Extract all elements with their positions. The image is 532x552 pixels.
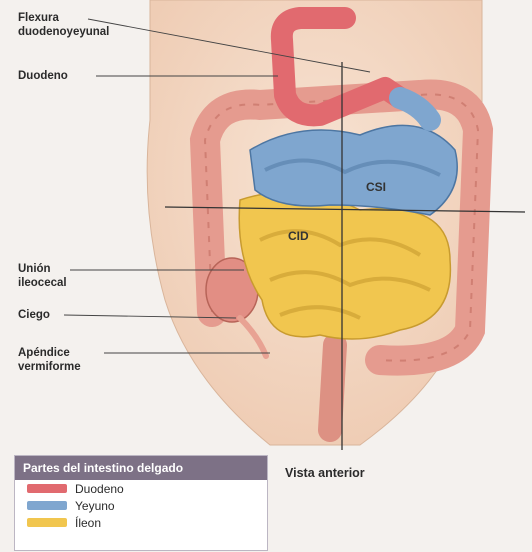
- view-caption: Vista anterior: [285, 466, 365, 480]
- legend-swatch-duodeno: [27, 484, 67, 493]
- quadrant-csi: CSI: [366, 180, 386, 194]
- label-ciego: Ciego: [18, 308, 50, 322]
- quadrant-cid: CID: [288, 229, 309, 243]
- legend-item: Íleon: [15, 514, 267, 531]
- ileum: [239, 192, 450, 339]
- legend-title: Partes del intestino delgado: [15, 456, 267, 480]
- label-apendice: Apéndice vermiforme: [18, 346, 81, 374]
- label-flexura: Flexura duodenoyeyunal: [18, 11, 109, 39]
- legend: Partes del intestino delgado Duodeno Yey…: [14, 455, 268, 551]
- rectum: [330, 345, 335, 430]
- legend-item: Duodeno: [15, 480, 267, 497]
- legend-swatch-yeyuno: [27, 501, 67, 510]
- legend-swatch-ileon: [27, 518, 67, 527]
- label-union-ileocecal: Unión ileocecal: [18, 262, 67, 290]
- legend-item: Yeyuno: [15, 497, 267, 514]
- label-duodeno: Duodeno: [18, 69, 68, 83]
